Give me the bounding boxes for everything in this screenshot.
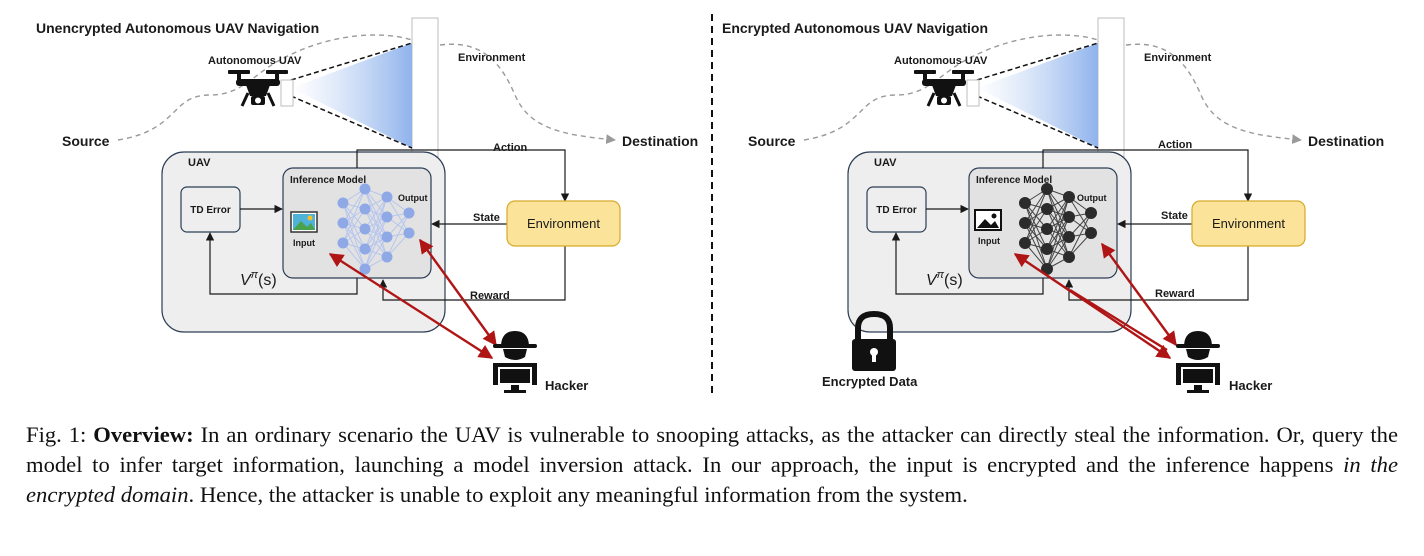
nn-node [337,237,349,249]
left-value-function: Vπ(s) [240,269,277,289]
nn-node [381,251,393,263]
caption-text-2: . Hence, the attacker is unable to explo… [188,482,968,507]
right-environment-box [1191,200,1306,247]
left-inference-model-label: Inference Model [290,175,366,186]
left-panel: Unencrypted Autonomous UAV Navigation So… [36,17,698,393]
caption-text-1: In an ordinary scenario the UAV is vulne… [26,422,1398,477]
nn-edge [364,196,388,230]
nn-edge [386,212,410,258]
left-source-label: Source [62,133,110,149]
left-state-label: State [473,212,500,224]
nn-node [403,227,415,239]
right-state-label: State [1161,210,1188,222]
right-hacker-icon [1176,331,1220,393]
right-environment-wall [1097,17,1125,159]
nn-edge [1046,196,1070,230]
left-uav-box-label: UAV [188,157,211,169]
right-output-label: Output [1077,193,1107,203]
nn-node [1085,207,1097,219]
right-source-label: Source [748,133,796,149]
left-action-label: Action [493,142,528,154]
nn-edge [1024,188,1048,244]
caption-italic: in the encrypted domain [26,452,1398,507]
nn-edge [1024,188,1048,224]
nn-edge [1024,208,1048,244]
nn-node [1041,243,1053,255]
left-hacker-label: Hacker [545,378,588,393]
left-environment-label: Environment [458,52,526,64]
nn-node [381,231,393,243]
left-attack-arrow-output [419,238,497,347]
nn-node [1085,227,1097,239]
nn-node [1041,203,1053,215]
right-action-label: Action [1158,139,1193,151]
nn-node [1063,251,1075,263]
nn-edge [342,188,366,224]
caption-prefix: Fig. 1: [26,422,94,447]
left-reward-label: Reward [470,290,510,302]
nn-node [337,197,349,209]
nn-edge [342,188,366,244]
right-environment-box-label: Environment [1212,216,1285,231]
right-value-function: Vπ(s) [926,269,963,289]
uav-navigation-diagram: Unencrypted Autonomous UAV Navigation So… [36,14,1384,398]
encrypted-data-label: Encrypted Data [822,374,918,389]
left-flight-path-2 [439,43,616,144]
nn-node [403,207,415,219]
right-vision-cone [977,43,1098,148]
nn-edge [342,208,366,244]
left-destination-label: Destination [622,133,698,149]
right-input-label: Input [978,236,1000,246]
nn-node [1063,191,1075,203]
nn-node [1063,231,1075,243]
nn-edge [1046,196,1070,250]
nn-node [381,211,393,223]
nn-node [359,203,371,215]
nn-node [1041,183,1053,195]
right-title: Encrypted Autonomous UAV Navigation [722,20,988,36]
right-reward-label: Reward [1155,288,1195,300]
nn-edge [1068,212,1092,258]
right-attack-arrow-reward [1069,288,1168,352]
left-environment-box [506,200,621,247]
nn-node [381,191,393,203]
right-flight-path-2 [1125,43,1302,144]
left-image-icon [290,211,318,233]
left-uav-label: Autonomous UAV [208,55,302,67]
nn-node [359,243,371,255]
left-input-label: Input [293,238,315,248]
right-uav-box-label: UAV [874,157,897,169]
right-panel: Encrypted Autonomous UAV Navigation Sour… [722,17,1384,393]
right-uav-label: Autonomous UAV [894,55,988,67]
right-attack-arrow-output [1101,242,1177,347]
left-hacker-icon [493,331,537,393]
right-image-icon [974,209,1002,231]
right-hacker-label: Hacker [1229,378,1272,393]
right-td-error-label: TD Error [876,205,917,216]
nn-node [1019,197,1031,209]
right-environment-label: Environment [1144,52,1212,64]
left-output-label: Output [398,193,428,203]
nn-node [1019,217,1031,229]
figure-caption: Fig. 1: Overview: In an ordinary scenari… [26,420,1398,510]
left-environment-wall [411,17,439,159]
nn-node [337,217,349,229]
nn-node [359,183,371,195]
left-neural-network-icon [337,183,415,275]
left-title: Unencrypted Autonomous UAV Navigation [36,20,319,36]
right-neural-network-icon [1019,183,1097,275]
nn-node [1019,237,1031,249]
nn-node [1063,211,1075,223]
caption-bold-heading: Overview: [93,422,194,447]
lock-icon [852,310,896,371]
right-destination-label: Destination [1308,133,1384,149]
nn-edge [364,196,388,250]
left-vision-cone [291,43,412,148]
left-environment-box-label: Environment [527,216,600,231]
nn-node [359,223,371,235]
left-td-error-label: TD Error [190,205,231,216]
right-inference-model-label: Inference Model [976,175,1052,186]
nn-node [1041,223,1053,235]
